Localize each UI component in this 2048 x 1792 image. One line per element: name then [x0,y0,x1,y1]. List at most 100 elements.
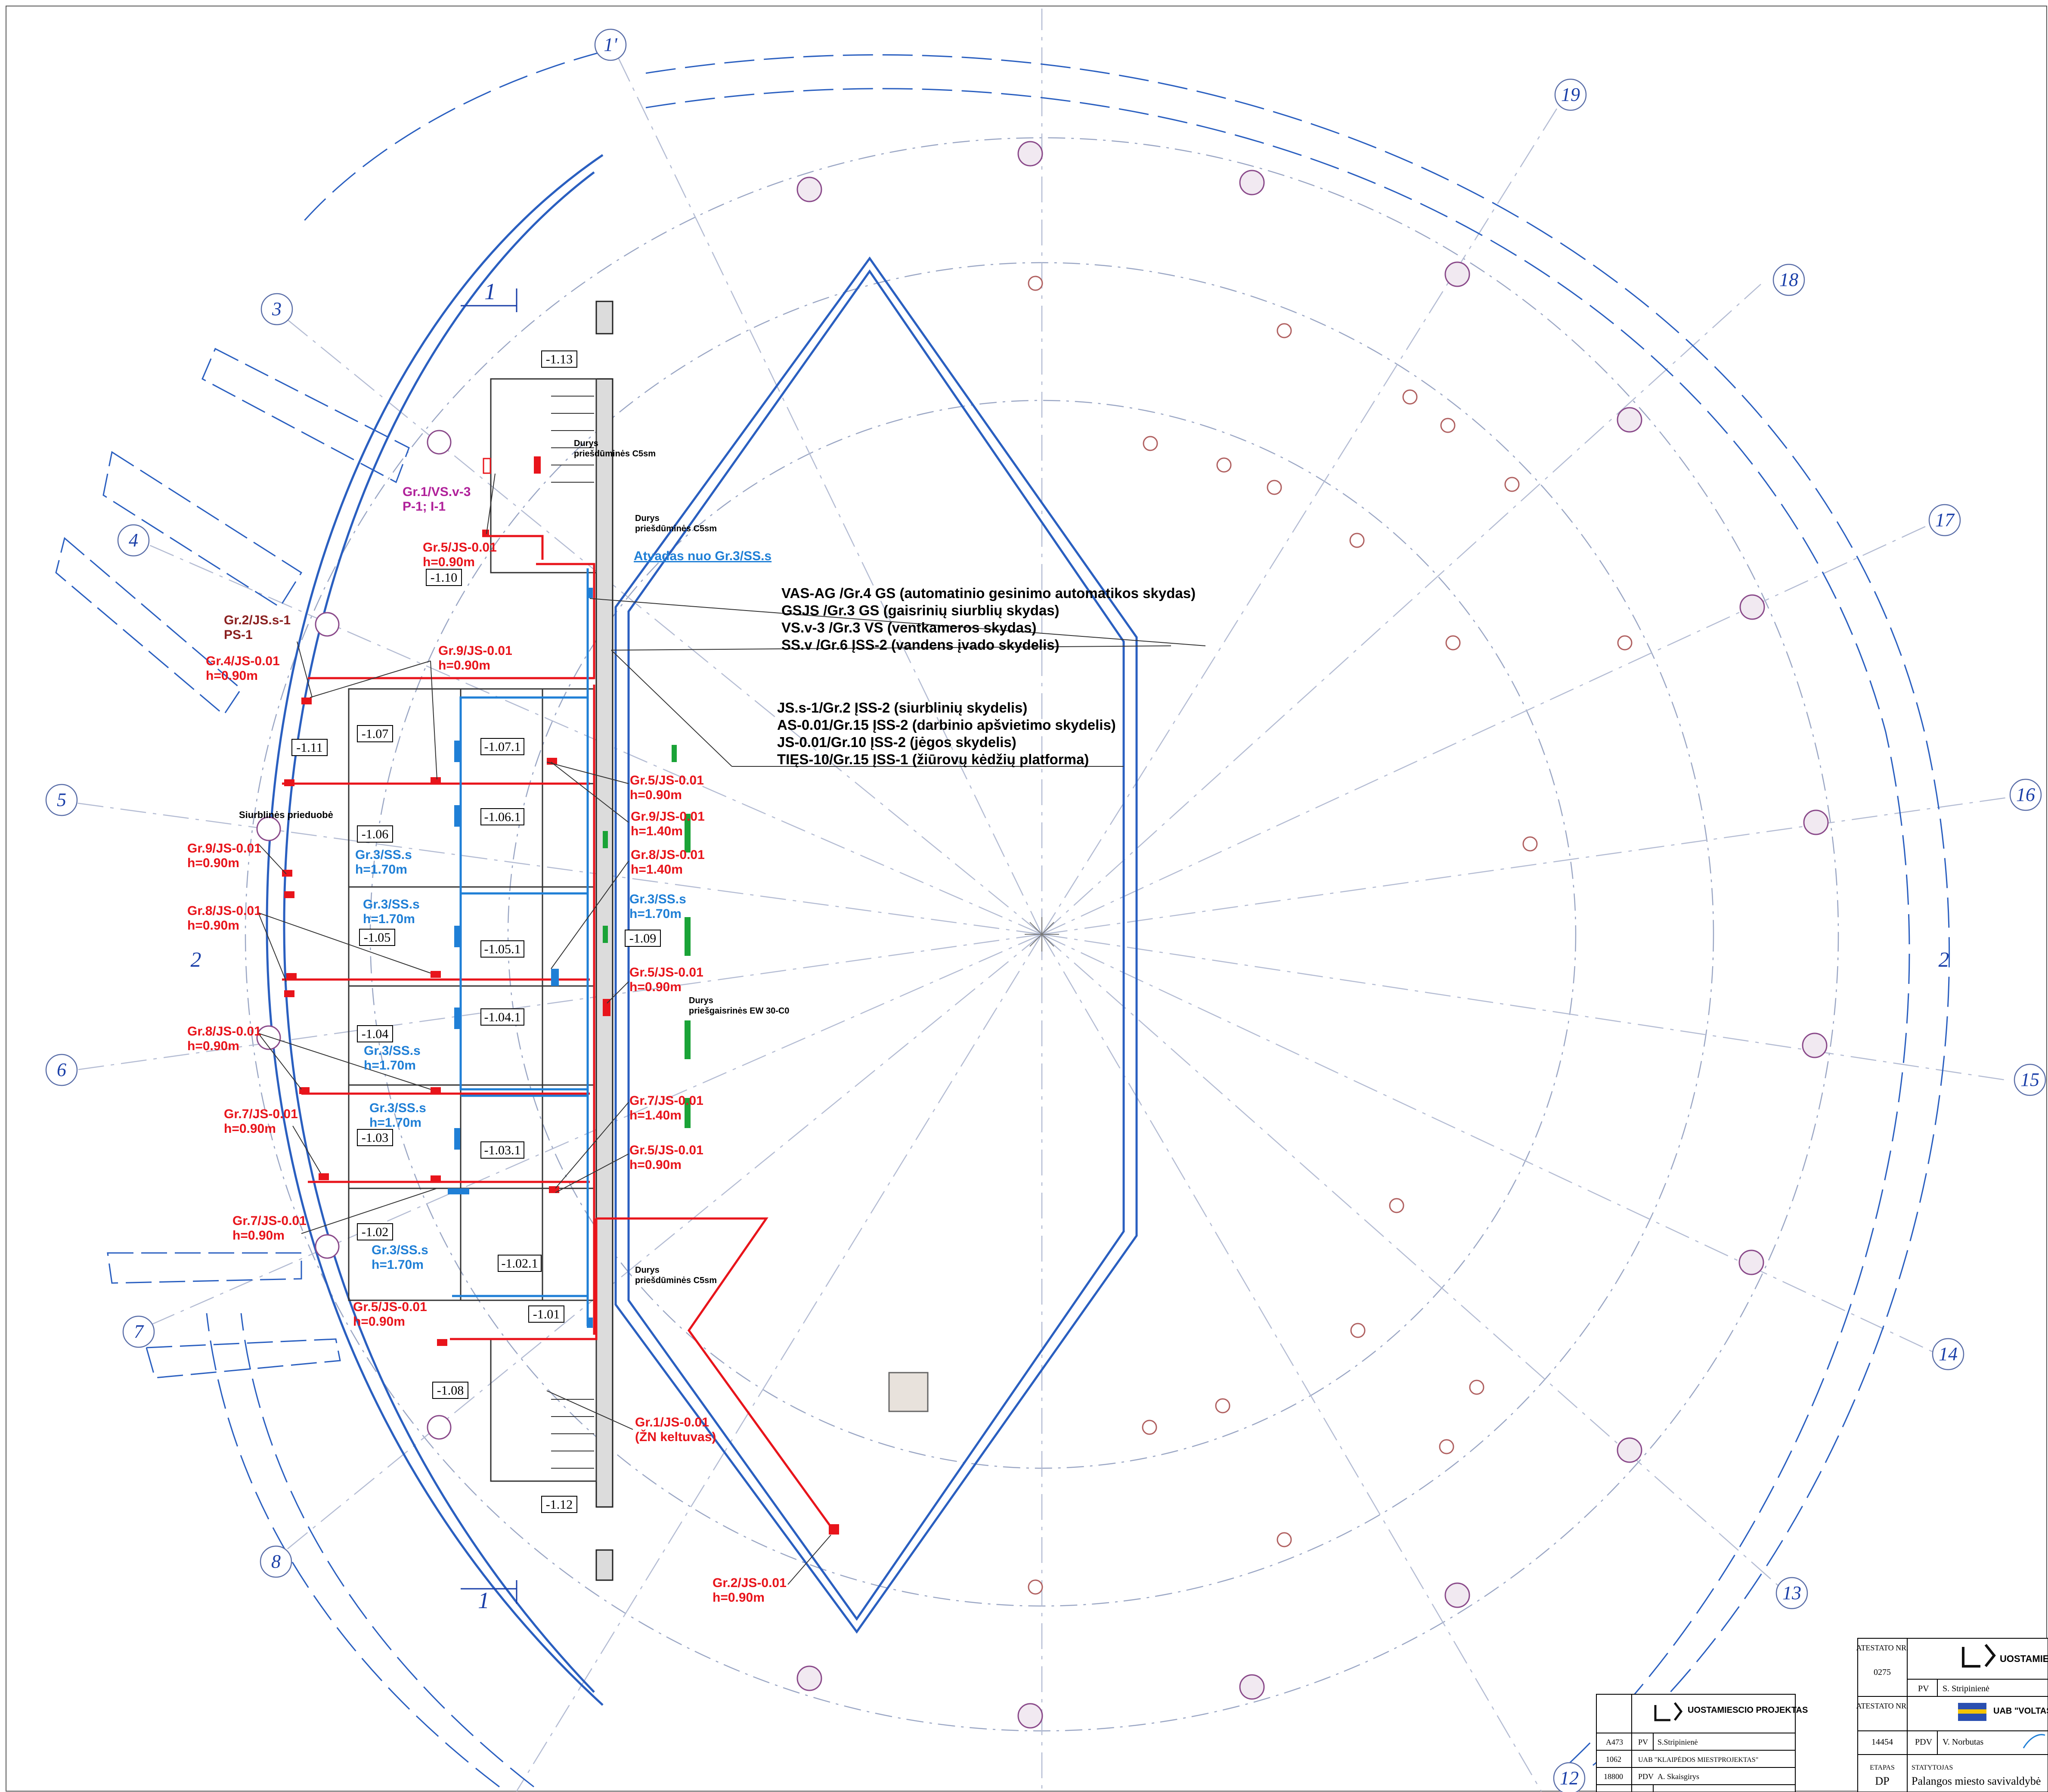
axis-15: 15 [2020,1069,2039,1090]
stamp-big [1857,1638,2048,1792]
label-gr9-top-h: h=0.90m [438,658,490,673]
label-gr1-vs-p1: P-1; I-1 [403,499,446,514]
room-1-06-1: -1.06.1 [484,810,521,824]
room-1-05-1: -1.05.1 [484,942,521,956]
axis-2-right: 2 [1939,947,1949,971]
label-gr5-top: Gr.5/JS-0.01 [423,540,497,555]
red-fixtures [282,456,839,1535]
door-1-title: Durys [574,439,598,448]
label-gr7-1-h: h=0.90m [224,1122,276,1136]
label-gr2-jss: Gr.2/JS.s-1 [224,613,291,627]
label-gr9-left: Gr.9/JS-0.01 [187,841,261,856]
columns-small [1028,276,1633,1595]
blue-fixtures [448,588,593,1328]
door-3-type: priešgaisrinės EW 30-C0 [689,1006,789,1016]
stamp-big-etapas: ETAPAS [1870,1764,1895,1771]
label-gr1-js: Gr.1/JS-0.01 [635,1415,709,1429]
building-walls [266,154,604,1706]
label-gr7-2: Gr.7/JS-0.01 [232,1214,307,1228]
stamp-big-atest2-label: ATESTATO NR. [1856,1702,1908,1710]
room-1-10: -1.10 [431,570,458,585]
label-r-gr8-h: h=1.40m [631,862,683,877]
axis-14: 14 [1939,1343,1958,1364]
legend-mid-2: JS-0.01/Gr.10 ĮSS-2 (jėgos skydelis) [777,734,1016,750]
green-fixtures [603,745,691,1128]
label-r-gr3: Gr.3/SS.s [629,892,686,906]
section-1-bottom: 1 [478,1587,490,1613]
room-1-02-1: -1.02.1 [502,1256,538,1271]
label-gr3-3: Gr.3/SS.s [364,1044,421,1058]
sheet-border [6,6,2047,1792]
door-4-title: Durys [635,1265,660,1275]
stamp-small [1596,1694,1796,1792]
grid-rays [60,9,2015,1792]
label-r-gr3-h: h=1.70m [629,907,682,921]
label-atvadas: Atvadas nuo Gr.3/SS.s [634,549,771,563]
legend-mid-3: TIĘS-10/Gr.15 ĮSS-1 (žiūrovų kėdžių plat… [777,751,1089,767]
label-gr3-2: Gr.3/SS.s [363,897,420,912]
door-3-title: Durys [689,996,713,1005]
stairs [551,396,594,1469]
room-tag-boxes [291,350,661,1513]
stamp-big-atest-no: 0275 [1874,1668,1891,1677]
stamp-big-statytojas-val: Palangos miesto savivaldybė [1912,1775,2041,1787]
label-gr8-2-h: h=0.90m [187,1039,239,1053]
service-shaft [888,1372,929,1412]
label-gr9-top: Gr.9/JS-0.01 [438,644,512,658]
left-wings [55,347,410,1379]
signature-icon [2023,1734,2045,1749]
axis-bubbles [45,28,2046,1792]
label-gr9-left-h: h=0.90m [187,856,239,870]
room-1-12: -1.12 [546,1497,573,1512]
label-r-gr5-1: Gr.5/JS-0.01 [630,773,704,787]
arena-outline [614,256,1138,1634]
label-gr8-1: Gr.8/JS-0.01 [187,904,261,918]
axis-3: 3 [272,298,282,319]
legend-top-1: GSJS /Gr.3 GS (gaisrinių siurblių skydas… [781,602,1060,618]
label-r-gr7-h: h=1.40m [629,1108,682,1122]
axis-7: 7 [134,1321,144,1342]
room-1-03-1: -1.03.1 [484,1143,521,1157]
stamp-big-pdv: PDV [1915,1737,1933,1747]
label-gr5-bot: Gr.5/JS-0.01 [353,1300,427,1314]
room-1-06: -1.06 [362,827,389,841]
label-gr3-4: Gr.3/SS.s [369,1101,426,1115]
axis-12: 12 [1560,1767,1579,1789]
stamp-big-pdv-name: V. Norbutas [1943,1737,1983,1747]
stamp-big-pv: PV [1918,1684,1929,1693]
door-1-type: priešdūminės C5sm [574,449,656,459]
stamp-big-company: UOSTAMIE PROJEKTA [2000,1653,2048,1664]
stamp-small-r3-code: 18800 [1604,1772,1623,1781]
label-gr3-1: Gr.3/SS.s [355,848,412,862]
columns-hatched [796,141,1829,1729]
stamp-big-pv-name: S. Stripinienė [1943,1684,1989,1693]
room-1-03: -1.03 [362,1131,389,1145]
room-1-13: -1.13 [546,352,573,366]
label-gr4-h: h=0.90m [206,669,258,683]
room-1-07-1: -1.07.1 [484,740,521,754]
axis-2-left: 2 [191,947,201,971]
label-gr3-5-h: h=1.70m [372,1258,424,1272]
axis-4: 4 [129,530,138,551]
room-1-11: -1.11 [296,741,322,755]
room-1-08: -1.08 [437,1383,464,1398]
room-1-02: -1.02 [362,1225,389,1239]
label-r-gr9: Gr.9/JS-0.01 [631,809,705,824]
axis-5: 5 [57,789,66,810]
door-4-type: priešdūminės C5sm [635,1276,717,1285]
room-1-09: -1.09 [629,931,657,946]
stamp-big-logo-icon [1962,1644,1996,1668]
room-1-04: -1.04 [362,1027,389,1041]
label-gr3-2-h: h=1.70m [363,912,415,926]
label-gr7-1: Gr.7/JS-0.01 [224,1107,298,1121]
leader-lines [258,473,1206,1585]
label-r-gr9-h: h=1.40m [631,824,683,838]
label-gr2-ps1: PS-1 [224,628,253,642]
label-r-gr5-3-h: h=0.90m [629,1158,682,1172]
axis-17: 17 [1935,509,1955,530]
room-1-07: -1.07 [362,727,389,741]
room-1-05: -1.05 [364,930,391,945]
axis-6: 6 [57,1059,66,1080]
label-r-gr5-1-h: h=0.90m [630,788,682,802]
